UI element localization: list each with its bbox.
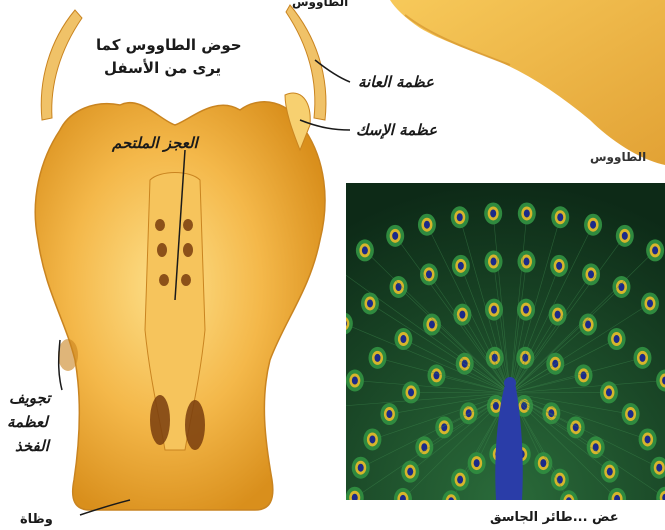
pelvis-title-line-2: يرى من الأسفل	[104, 58, 221, 78]
peacock-photo	[346, 183, 665, 500]
ischium-label: عظمة الإسك	[356, 120, 437, 140]
sacrum-label: العجز الملتحم	[112, 133, 198, 153]
bottom-left-fragment: وظاة	[20, 510, 53, 530]
pelvis-title-line-1: حوض الطاووس كما	[96, 35, 242, 55]
socket-label-3: الفخذ	[15, 436, 49, 456]
bottom-right-fragment: عض ...طائر الجاسق	[490, 508, 619, 528]
femur-socket	[58, 339, 78, 371]
peacock-head	[504, 377, 516, 389]
socket-label-1: تجويف	[9, 388, 50, 408]
socket-label-2: لعظمة	[7, 412, 48, 432]
peacock-caption: الطاووس	[590, 150, 646, 164]
top-fragment: الطاووس	[292, 0, 348, 12]
pubis-label: عظمة العانة	[358, 72, 434, 92]
peacock-photo-frame	[346, 183, 665, 500]
left-pubis-bone	[41, 10, 82, 120]
